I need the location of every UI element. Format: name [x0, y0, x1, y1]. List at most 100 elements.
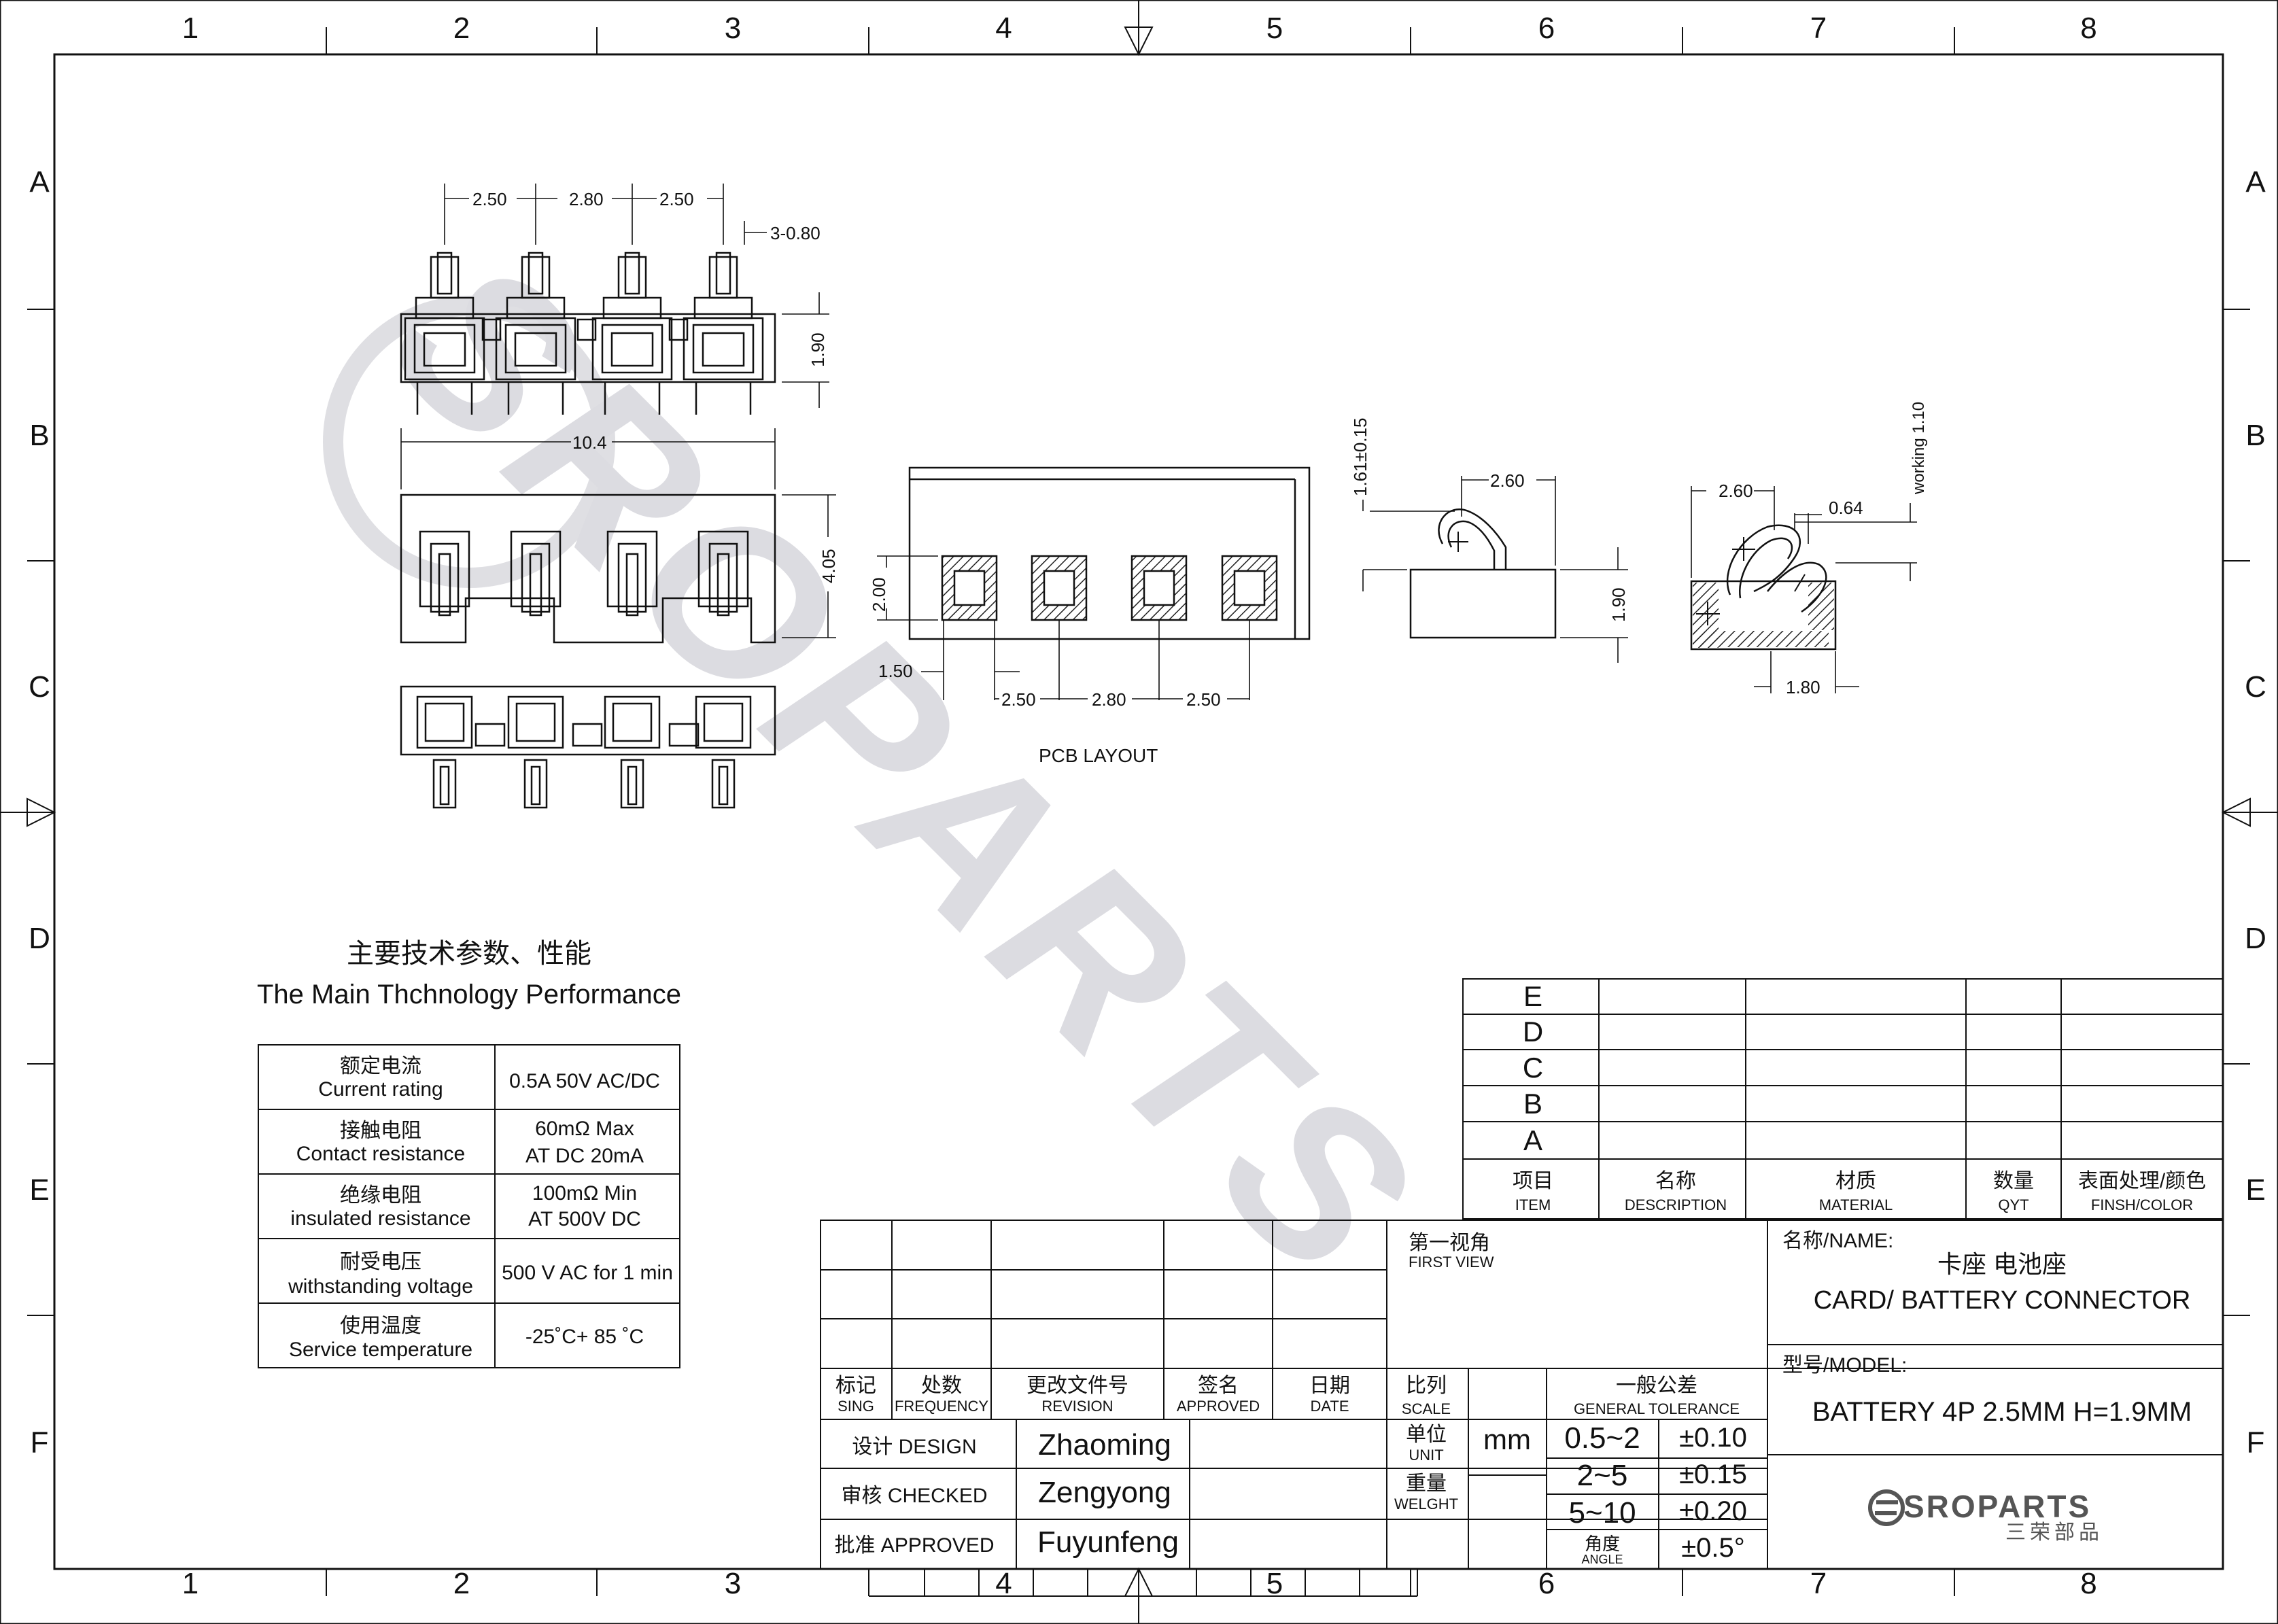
pin-contact — [610, 332, 654, 367]
performance-title-cn: 主要技术参数、性能 — [347, 939, 591, 969]
tolerance-range: 5~10 — [1568, 1496, 1636, 1530]
bom-header-en: ITEM — [1515, 1196, 1551, 1213]
approved-name: Fuyunfeng — [1037, 1525, 1179, 1559]
pcb-pad-hole — [1043, 570, 1075, 606]
pad — [416, 695, 473, 749]
contact-slot — [510, 530, 562, 608]
column-label: 7 — [1810, 1567, 1827, 1600]
bom-header-cn: 名称 — [1655, 1170, 1696, 1192]
rev-header-cn: 标记 — [835, 1375, 876, 1397]
name-label: 名称/NAME: — [1782, 1230, 1893, 1252]
performance-row: 耐受电压 withstanding voltage 500 V AC for 1… — [288, 1251, 673, 1298]
bom-header-en: FINSH/COLOR — [2091, 1196, 2193, 1213]
pin-lead — [711, 759, 736, 809]
pin-lead — [620, 759, 644, 809]
column-label: 6 — [1538, 1567, 1555, 1600]
pad — [604, 695, 661, 749]
dim-pcb-pad-height: 2.00 — [869, 577, 889, 612]
top-view — [400, 184, 829, 489]
perf-label-cn: 耐受电压 — [340, 1251, 421, 1273]
watermark: SROPARTS — [323, 210, 1468, 1331]
bom-row-label: B — [1523, 1088, 1542, 1120]
bom-header-cn: 项目 — [1513, 1170, 1553, 1192]
pin-lead-tip — [530, 765, 541, 806]
pin-lead-tip — [627, 765, 638, 806]
bom-header-cn: 表面处理/颜色 — [2078, 1170, 2206, 1192]
weight-cn: 重量 — [1406, 1472, 1447, 1495]
perf-value: 60mΩ Max — [535, 1118, 634, 1140]
contact-spring — [708, 542, 738, 613]
design-name: Zhaoming — [1038, 1428, 1171, 1462]
dim-front-length: 10.4 — [572, 432, 607, 453]
pad-inner — [515, 702, 556, 742]
rev-header-en: DATE — [1310, 1398, 1349, 1415]
pcb-pad-hole — [953, 570, 986, 606]
tolerance-range: 2~5 — [1577, 1459, 1628, 1492]
column-label: 5 — [1266, 1567, 1283, 1600]
bom-header-cn: 材质 — [1835, 1170, 1876, 1192]
column-label: 1 — [182, 12, 199, 45]
column-label: 2 — [453, 12, 470, 45]
performance-row: 接触电阻 Contact resistance 60mΩ Max AT DC 2… — [296, 1118, 644, 1167]
angle-cn: 角度 — [1585, 1534, 1620, 1554]
view-en: FIRST VIEW — [1409, 1254, 1494, 1271]
perf-label-en: withstanding voltage — [288, 1275, 473, 1298]
side-view-2 — [1690, 486, 1917, 693]
pin-inner — [504, 324, 567, 374]
pin — [708, 256, 738, 299]
design-label: 设计 DESIGN — [852, 1436, 976, 1458]
pin-contact — [702, 332, 745, 367]
side-view-1 — [1362, 476, 1628, 663]
performance-row: 绝缘电阻 insulated resistance 100mΩ Min AT 5… — [290, 1182, 640, 1230]
rev-header-cn: 日期 — [1309, 1375, 1350, 1397]
pin-housing — [495, 317, 576, 381]
tolerance-cn: 一般公差 — [1616, 1375, 1697, 1397]
contact-slot — [419, 530, 470, 608]
performance-section: 主要技术参数、性能 The Main Thchnology Performanc… — [257, 939, 681, 1368]
bottom-view — [400, 685, 776, 809]
unit-value: mm — [1483, 1423, 1531, 1455]
dim-side2-offset: 0.64 — [1829, 498, 1863, 518]
perf-label-en: Contact resistance — [296, 1143, 465, 1165]
pin-housing — [683, 317, 764, 381]
dim-pcb-pitch-a: 2.50 — [1001, 689, 1036, 710]
rev-header-en: FREQUENCY — [895, 1398, 988, 1415]
rev-header-cn: 更改文件号 — [1026, 1375, 1128, 1397]
dim-pcb-edge: 1.50 — [878, 661, 913, 681]
bom-row-label: D — [1523, 1016, 1543, 1048]
rev-header-cn: 签名 — [1198, 1375, 1239, 1397]
pcb-layout-dims: 2.00 1.50 2.50 2.80 2.50 PCB LAYOUT — [869, 577, 1221, 766]
column-label: 4 — [995, 1567, 1012, 1600]
column-label: 8 — [2080, 12, 2096, 45]
dim-pcb-pitch-c: 2.50 — [1186, 689, 1221, 710]
performance-row: 使用温度 Service temperature -25˚C+ 85 ˚C — [289, 1315, 644, 1361]
pin — [617, 256, 647, 299]
contact-tip — [438, 553, 451, 617]
row-label: B — [2245, 419, 2265, 452]
rev-header-en: APPROVED — [1177, 1398, 1260, 1415]
tolerance-en: GENERAL TOLERANCE — [1574, 1400, 1740, 1417]
approved-label: 批准 APPROVED — [834, 1534, 994, 1557]
pin-lead-tip — [439, 765, 450, 806]
dim-side1-width: 2.60 — [1490, 470, 1525, 491]
pin-tip — [624, 252, 640, 295]
side-view-2-dims: 2.60 0.64 working 1.10 1.80 — [1719, 402, 1928, 697]
angle-en: ANGLE — [1581, 1553, 1623, 1566]
contact-tip — [529, 553, 542, 617]
bom-row-label: A — [1523, 1124, 1542, 1156]
pin-inner — [413, 324, 476, 374]
column-label: 6 — [1538, 12, 1555, 45]
pad — [695, 695, 752, 749]
product-info: 名称/NAME: 卡座 电池座 CARD/ BATTERY CONNECTOR … — [1782, 1230, 2192, 1427]
bom-table: E D C B A 项目 ITEM 名称 DESCRIPTION 材质 MATE… — [1462, 978, 2224, 1220]
tolerance-table: 一般公差 GENERAL TOLERANCE 0.5~2 ±0.10 2~5 ±… — [1564, 1375, 1747, 1566]
unit-en: UNIT — [1409, 1447, 1443, 1464]
tolerance-value: ±0.10 — [1679, 1423, 1747, 1453]
dim-front-height: 4.05 — [818, 549, 839, 583]
contact-slot — [606, 530, 658, 608]
perf-value: 100mΩ Min — [532, 1182, 637, 1205]
row-label: A — [2245, 166, 2266, 199]
